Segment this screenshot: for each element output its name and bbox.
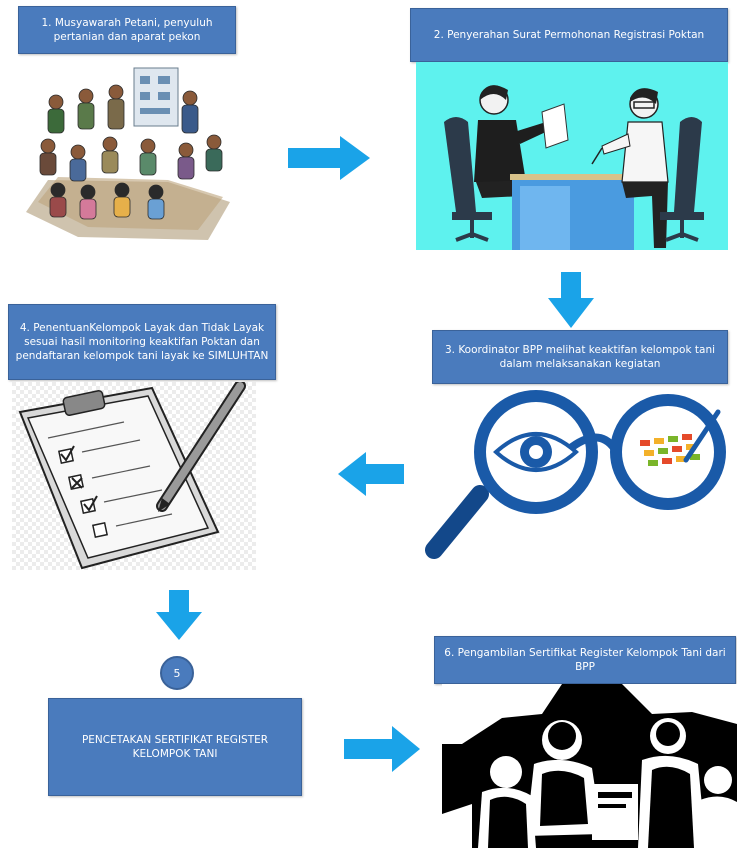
arrow-left-1 [338, 452, 404, 496]
step-4-label: 4. PenentuanKelompok Layak dan Tidak Lay… [15, 322, 269, 362]
step-2-box: 2. Penyerahan Surat Permohonan Registras… [410, 8, 728, 62]
step-5-box: PENCETAKAN SERTIFIKAT REGISTER KELOMPOK … [48, 698, 302, 796]
step-3-box: 3. Koordinator BPP melihat keaktifan kel… [432, 330, 728, 384]
step-2-label: 2. Penyerahan Surat Permohonan Registras… [433, 29, 705, 41]
farmers-meeting-illustration [18, 62, 234, 248]
arrow-right-1 [288, 136, 370, 180]
step-5-number: 5 [173, 666, 181, 680]
step-6-label: 6. Pengambilan Sertifikat Register Kelom… [444, 647, 726, 673]
step-6-box: 6. Pengambilan Sertifikat Register Kelom… [434, 636, 736, 684]
step-1-box: 1. Musyawarah Petani, penyuluh pertanian… [18, 6, 236, 54]
clipboard-checklist-illustration [12, 382, 256, 570]
magnifier-eye-illustration [418, 386, 736, 566]
document-handover-illustration [416, 62, 728, 250]
step-4-box: 4. PenentuanKelompok Layak dan Tidak Lay… [8, 304, 276, 380]
step-1-label: 1. Musyawarah Petani, penyuluh pertanian… [41, 17, 213, 43]
certificate-photo-illustration [442, 684, 737, 848]
arrow-right-2 [344, 726, 420, 772]
step-5-label: PENCETAKAN SERTIFIKAT REGISTER KELOMPOK … [81, 734, 269, 760]
arrow-down-1 [548, 272, 594, 328]
step-3-label: 3. Koordinator BPP melihat keaktifan kel… [444, 344, 716, 370]
arrow-down-2 [156, 590, 202, 640]
step-5-number-badge: 5 [160, 656, 194, 690]
